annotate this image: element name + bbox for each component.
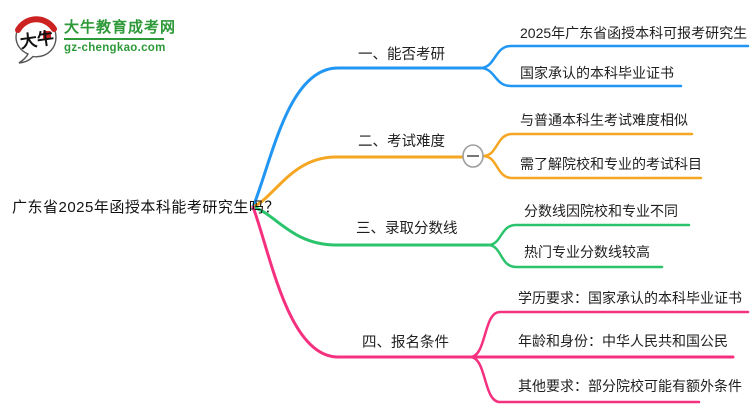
logo-icon-text: 大牛 xyxy=(19,27,56,53)
site-url: gz-chengkao.com xyxy=(64,42,166,54)
branch-1-label[interactable]: 一、能否考研 xyxy=(358,47,445,63)
seal-stamp-icon xyxy=(43,31,51,39)
branch-2-label[interactable]: 二、考试难度 xyxy=(358,134,445,150)
branch-2-child-1[interactable]: 与普通本科生考试难度相似 xyxy=(520,112,688,128)
branch-4-child-1[interactable]: 学历要求：国家承认的本科毕业证书 xyxy=(518,290,742,306)
branch-4-label[interactable]: 四、报名条件 xyxy=(362,335,449,351)
branch-4-child-2[interactable]: 年龄和身份：中华人民共和国公民 xyxy=(518,333,728,349)
branch-1-child-2[interactable]: 国家承认的本科毕业证书 xyxy=(520,65,674,81)
root-topic[interactable]: 广东省2025年函授本科能考研究生吗？ xyxy=(12,199,280,216)
branch-4-child-3[interactable]: 其他要求：部分院校可能有额外条件 xyxy=(518,378,742,394)
logo-divider xyxy=(64,38,164,40)
branch-2-lines xyxy=(251,132,703,209)
bull-speech-bubble-icon: 大牛 xyxy=(15,16,57,64)
site-logo: 大牛 大牛教育成考网 gz-chengkao.com xyxy=(12,15,176,65)
branch-3-label[interactable]: 三、录取分数线 xyxy=(356,221,458,237)
branch-3-child-2[interactable]: 热门专业分数线较高 xyxy=(524,244,650,260)
branch-1-child-1[interactable]: 2025年广东省函授本科可报考研究生 xyxy=(520,25,748,41)
branch-2-child-2[interactable]: 需了解院校和专业的考试科目 xyxy=(520,156,702,172)
site-name: 大牛教育成考网 xyxy=(64,19,177,36)
branch-4-lines xyxy=(251,205,750,404)
branch-3-lines xyxy=(251,205,691,269)
branch-1-lines xyxy=(251,44,750,209)
collapse-toggle[interactable] xyxy=(462,144,484,168)
branch-3-child-1[interactable]: 分数线因院校和专业不同 xyxy=(524,203,678,219)
